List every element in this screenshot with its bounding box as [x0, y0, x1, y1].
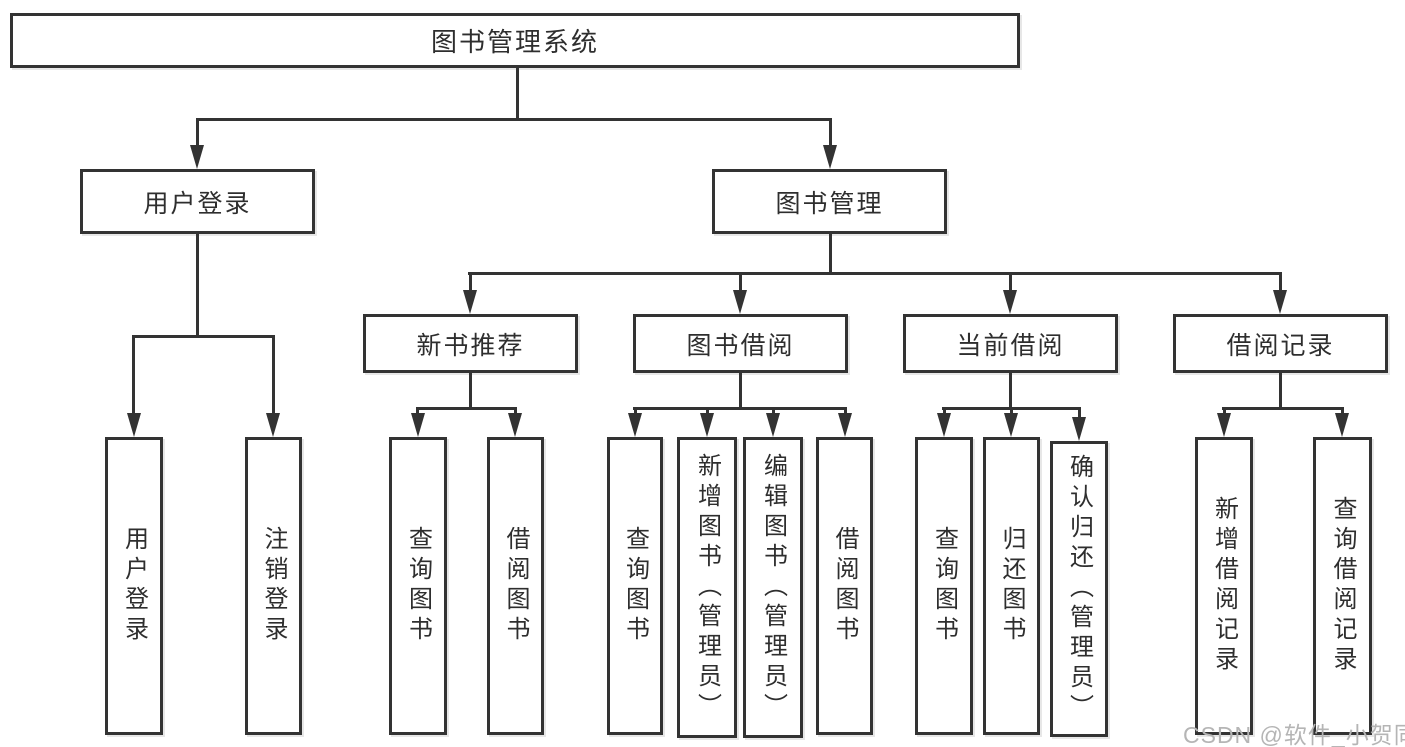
arrowhead-to-leaf-add-book: [700, 413, 714, 437]
leaf-query-borrow-record-label: 查询借阅记录: [1329, 496, 1356, 676]
leaf-add-borrow-record: 新增借阅记录: [1195, 437, 1253, 735]
leaf-add-book-admin: 新增图书（管理员）: [677, 437, 737, 738]
connector-borrow-drop-1: [634, 407, 637, 415]
connector-book-drop-2: [739, 272, 742, 292]
connector-records-drop-1: [1223, 407, 1226, 415]
leaf-query-borrow-record: 查询借阅记录: [1313, 437, 1372, 735]
leaf-confirm-return-admin-label: 确认归还（管理员）: [1065, 454, 1093, 724]
node-new-book-recommend: 新书推荐: [363, 314, 578, 373]
connector-root-stem: [516, 68, 519, 118]
connector-root-to-user-drop: [196, 118, 199, 148]
connector-borrow-crossbar: [633, 407, 847, 410]
leaf-borrow-borrow-books-label: 借阅图书: [831, 526, 858, 646]
connector-current-drop-2: [1010, 407, 1013, 415]
connector-book-drop-4: [1279, 272, 1282, 292]
arrowhead-to-leaf-user-login: [127, 413, 141, 437]
connector-recommend-drop-2: [514, 407, 517, 415]
leaf-user-login: 用户登录: [105, 437, 163, 735]
connector-borrow-drop-3: [772, 407, 775, 415]
leaf-add-book-admin-label: 新增图书（管理员）: [693, 452, 721, 723]
node-root: 图书管理系统: [10, 13, 1020, 68]
node-book-management: 图书管理: [712, 169, 947, 234]
leaf-current-query-books: 查询图书: [915, 437, 973, 735]
leaf-return-books: 归还图书: [983, 437, 1040, 735]
connector-records-stem: [1279, 373, 1282, 407]
leaf-recommend-borrow-books: 借阅图书: [487, 437, 544, 735]
node-borrow-records-label: 借阅记录: [1226, 331, 1335, 360]
node-book-borrow-label: 图书借阅: [686, 331, 795, 360]
connector-user-stem: [196, 234, 199, 335]
arrowhead-to-book-borrow: [733, 290, 747, 314]
arrowhead-to-borrow-records: [1273, 290, 1287, 314]
arrowhead-to-user-login: [190, 145, 204, 169]
connector-book-drop-3: [1009, 272, 1012, 292]
csdn-watermark: CSDN @软件_小贺同学: [1183, 722, 1405, 747]
arrowhead-to-leaf-recommend-query: [411, 413, 425, 437]
connector-records-drop-2: [1341, 407, 1344, 415]
connector-recommend-stem: [469, 373, 472, 407]
leaf-logout-label: 注销登录: [260, 526, 287, 646]
connector-user-drop-2: [272, 335, 275, 415]
connector-borrow-drop-4: [844, 407, 847, 415]
connector-records-crossbar: [1222, 407, 1344, 410]
arrowhead-to-leaf-logout: [266, 413, 280, 437]
node-root-label: 图书管理系统: [430, 27, 599, 57]
leaf-current-query-books-label: 查询图书: [930, 526, 958, 646]
node-current-borrow-label: 当前借阅: [956, 331, 1065, 360]
leaf-recommend-borrow-books-label: 借阅图书: [502, 526, 529, 646]
leaf-logout: 注销登录: [245, 437, 302, 735]
connector-book-stem: [829, 234, 832, 272]
node-book-borrow: 图书借阅: [633, 314, 848, 373]
arrowhead-to-new-book-recommend: [463, 290, 477, 314]
node-borrow-records: 借阅记录: [1173, 314, 1388, 373]
arrowhead-to-leaf-query-record: [1335, 413, 1349, 437]
leaf-recommend-query-books: 查询图书: [389, 437, 447, 735]
leaf-borrow-query-books-label: 查询图书: [621, 526, 649, 646]
connector-borrow-stem: [739, 373, 742, 407]
arrowhead-to-current-borrow: [1003, 290, 1017, 314]
leaf-borrow-query-books: 查询图书: [607, 437, 663, 735]
arrowhead-to-leaf-edit-book: [766, 413, 780, 437]
leaf-borrow-borrow-books: 借阅图书: [816, 437, 873, 735]
connector-borrow-drop-2: [706, 407, 709, 415]
node-new-book-recommend-label: 新书推荐: [416, 331, 525, 360]
connector-current-stem: [1009, 373, 1012, 407]
arrowhead-to-leaf-confirm-return: [1072, 417, 1086, 441]
leaf-edit-book-admin: 编辑图书（管理员）: [743, 437, 803, 738]
arrowhead-to-book-management: [823, 145, 837, 169]
node-book-management-label: 图书管理: [775, 189, 884, 218]
leaf-edit-book-admin-label: 编辑图书（管理员）: [759, 452, 787, 723]
arrowhead-to-leaf-borrow-borrow: [838, 413, 852, 437]
arrowhead-to-leaf-current-query: [937, 413, 951, 437]
arrowhead-to-leaf-borrow-query: [628, 413, 642, 437]
connector-current-drop-1: [943, 407, 946, 415]
arrowhead-to-leaf-recommend-borrow: [508, 413, 522, 437]
connector-user-crossbar: [132, 335, 275, 338]
connector-root-to-book-drop: [829, 118, 832, 148]
node-user-login-label: 用户登录: [143, 189, 252, 218]
connector-user-drop-1: [132, 335, 135, 415]
leaf-recommend-query-books-label: 查询图书: [404, 526, 432, 646]
connector-recommend-drop-1: [416, 407, 419, 415]
connector-book-drop-1: [469, 272, 472, 292]
node-user-login: 用户登录: [80, 169, 315, 234]
leaf-user-login-label: 用户登录: [120, 526, 148, 646]
node-current-borrow: 当前借阅: [903, 314, 1118, 373]
arrowhead-to-leaf-return-books: [1004, 413, 1018, 437]
connector-current-drop-3: [1078, 407, 1081, 419]
connector-book-crossbar: [468, 272, 1282, 275]
leaf-add-borrow-record-label: 新增借阅记录: [1210, 496, 1238, 676]
connector-root-crossbar: [196, 118, 832, 121]
leaf-confirm-return-admin: 确认归还（管理员）: [1050, 441, 1108, 737]
connector-recommend-crossbar: [416, 407, 517, 410]
leaf-return-books-label: 归还图书: [998, 526, 1025, 646]
arrowhead-to-leaf-add-record: [1217, 413, 1231, 437]
